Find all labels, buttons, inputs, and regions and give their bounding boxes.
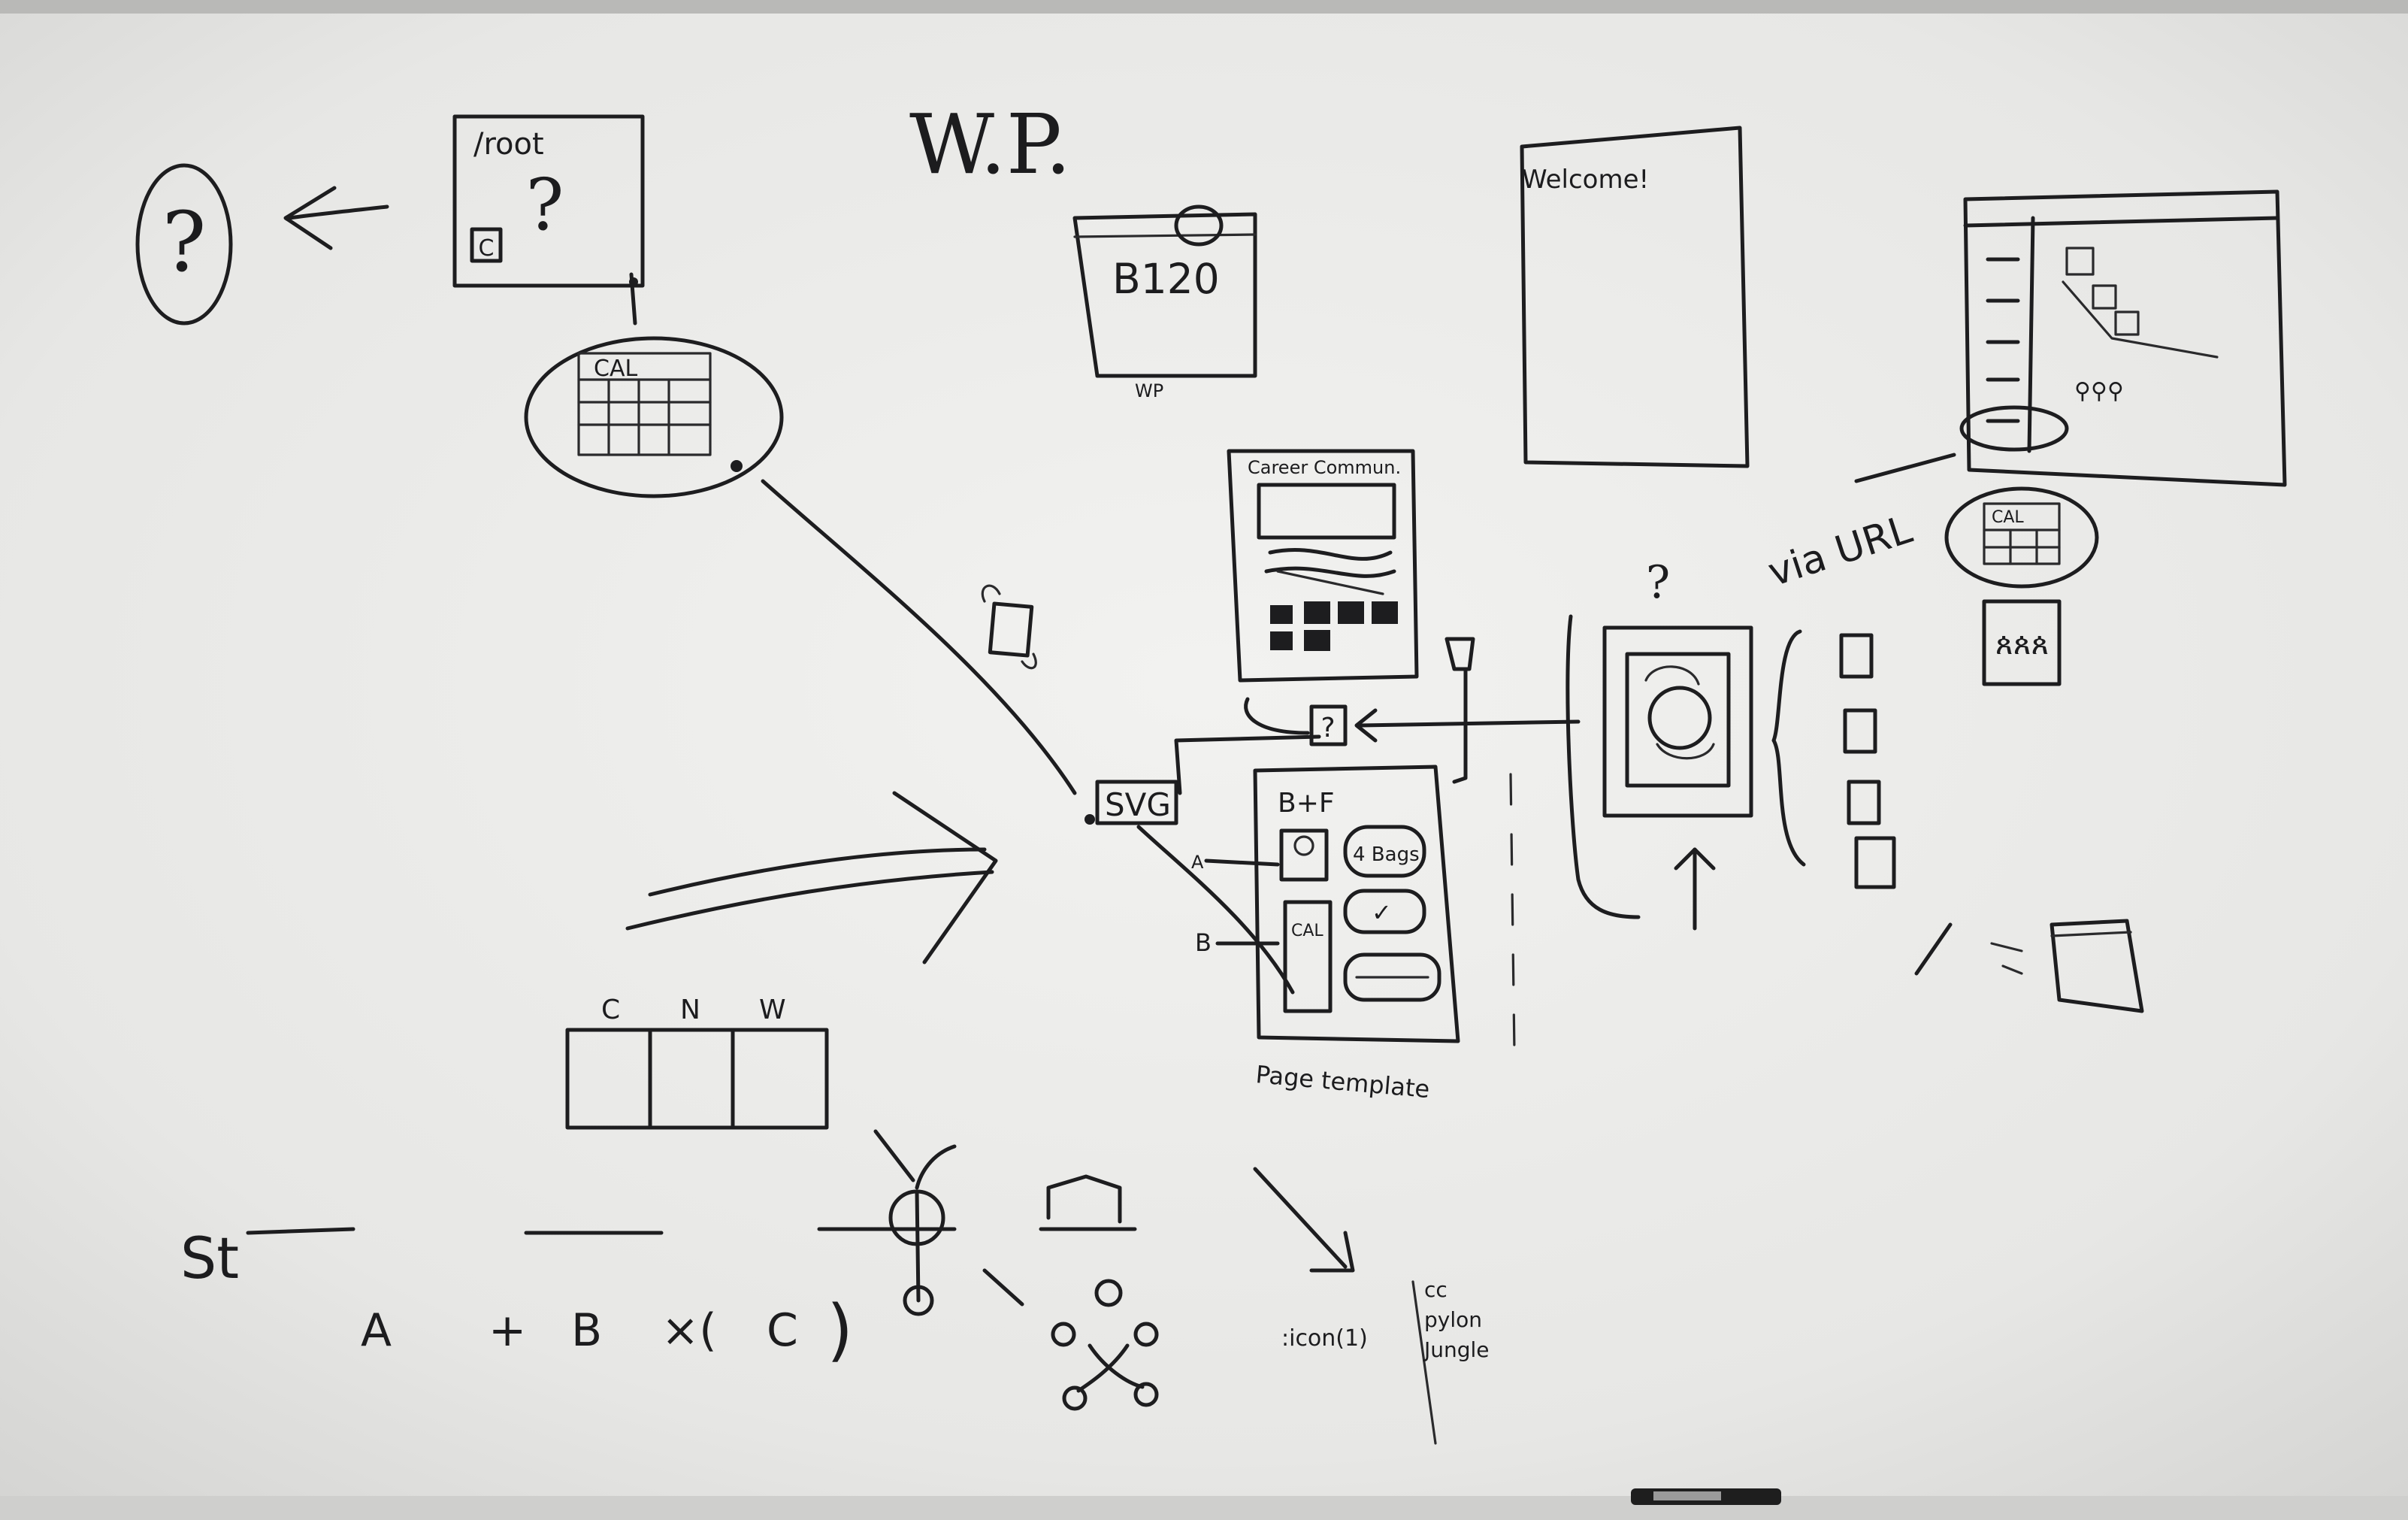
marker-icon <box>1631 1488 1781 1505</box>
svg-text:×(: ×( <box>661 1304 717 1357</box>
four-bags-label: 4 Bags <box>1353 843 1420 866</box>
pinned-box <box>1444 637 1475 784</box>
double-arrow <box>625 791 998 964</box>
cnw-table: C N W <box>565 995 829 1130</box>
icons-list: :icon(1) cc pylon Jungle <box>1253 1167 1490 1445</box>
rotate-icon <box>981 584 1037 670</box>
svg-text:C: C <box>601 995 620 1025</box>
svg-text:CAL: CAL <box>1291 922 1323 940</box>
cal-label: CAL <box>594 356 637 382</box>
svg-text:B: B <box>1195 928 1212 957</box>
app-window-sketch: ⚲⚲⚲ <box>1959 189 2287 487</box>
svg-label: SVG <box>1105 786 1171 823</box>
calendar-bubble: CAL <box>524 336 784 498</box>
svg-text:): ) <box>827 1291 853 1370</box>
svg-text:C: C <box>767 1304 798 1357</box>
people-box: ጰጰጰ <box>1982 599 2062 686</box>
svg-text:CAL: CAL <box>1992 508 2024 527</box>
question-oval: ? <box>135 163 233 325</box>
formula: St A + B ×( C ) <box>180 1225 957 1370</box>
svg-text:?: ? <box>1646 556 1670 609</box>
small-cal-bubble: CAL <box>1944 486 2099 589</box>
tree-sketch <box>873 1129 1159 1411</box>
board-frame-top <box>0 0 2408 17</box>
svg-text:W: W <box>759 995 786 1025</box>
svg-text:cc: cc <box>1424 1277 1448 1302</box>
wp-small-label: WP <box>1135 380 1163 401</box>
small-window-right <box>1914 919 2144 1013</box>
root-c-box: C <box>479 235 495 262</box>
welcome-label: Welcome! <box>1522 165 1649 195</box>
cal-to-svg-line <box>761 479 1077 795</box>
b120-label: B120 <box>1112 255 1220 303</box>
svg-text:A: A <box>1191 852 1204 873</box>
svg-text:+: + <box>489 1304 526 1357</box>
icon-function-label: :icon(1) <box>1281 1325 1368 1352</box>
svg-text:?: ? <box>1320 713 1335 743</box>
svg-text:⚲⚲⚲: ⚲⚲⚲ <box>2074 378 2124 404</box>
svg-text:pylon: pylon <box>1424 1307 1482 1332</box>
welcome-page-sketch: Welcome! <box>1520 126 1750 468</box>
career-label: Career Commun. <box>1248 457 1401 478</box>
root-question: ? <box>526 164 564 247</box>
svg-text:A: A <box>361 1304 392 1357</box>
b120-window-sketch: B120 WP <box>1072 204 1257 401</box>
question-mark: ? <box>162 194 207 290</box>
svg-text:B: B <box>571 1304 602 1357</box>
svg-text:✓: ✓ <box>1372 898 1392 927</box>
arrow-icon <box>283 186 389 250</box>
via-url-line <box>1854 453 1956 483</box>
bf-label: B+F <box>1278 788 1335 819</box>
rotating-diagram: ? <box>1566 556 1753 931</box>
brace-list <box>1771 629 1896 889</box>
root-window-sketch: /root ? C <box>452 114 645 325</box>
root-label: /root <box>473 127 544 162</box>
svg-text:ጰጰጰ: ጰጰጰ <box>1995 627 2050 662</box>
svg-text:Jungle: Jungle <box>1423 1337 1490 1362</box>
wp-heading: W.P. <box>909 96 1072 192</box>
question-box: ? <box>1244 697 1581 746</box>
svg-text:St: St <box>180 1225 239 1291</box>
svg-text:N: N <box>680 995 700 1025</box>
svg-box: SVG <box>1085 780 1295 995</box>
career-comm-sketch: Career Commun. <box>1227 449 1419 683</box>
marker-tray <box>0 1496 2408 1520</box>
